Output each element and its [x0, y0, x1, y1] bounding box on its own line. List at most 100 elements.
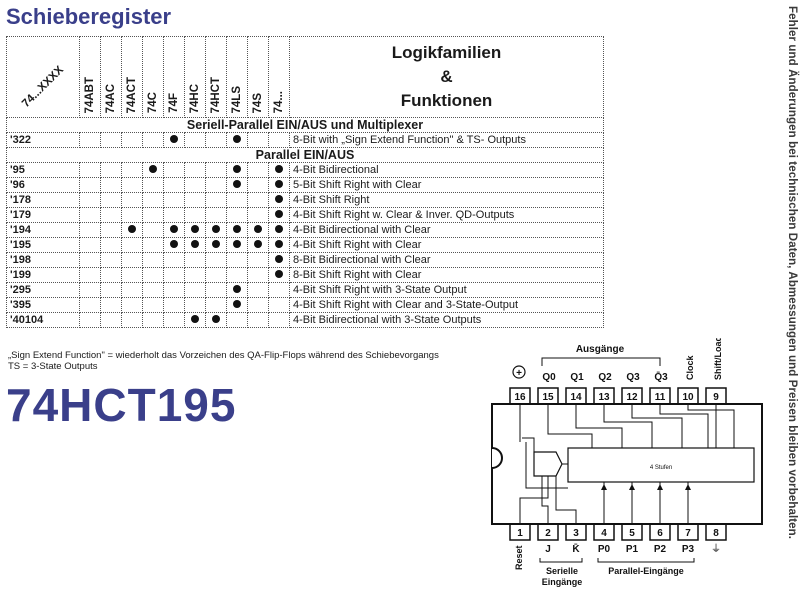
availability-cell	[142, 252, 164, 268]
availability-cell	[163, 312, 185, 328]
function-description: 8-Bit with „Sign Extend Function" & TS- …	[289, 132, 604, 148]
pin-11: 11	[655, 392, 666, 403]
function-description: 8-Bit Shift Right with Clear	[289, 267, 604, 283]
availability-cell	[121, 207, 143, 223]
availability-cell	[163, 192, 185, 208]
availability-cell	[226, 207, 248, 223]
availability-cell	[226, 132, 248, 148]
availability-cell	[268, 177, 290, 193]
top-pin-row: 16 15 14 13 12 11 10 9	[509, 387, 727, 405]
availability-dot-icon	[191, 240, 199, 248]
function-description: 4-Bit Shift Right with Clear	[289, 237, 604, 253]
vcc-symbol: +	[516, 368, 522, 379]
availability-cell	[226, 222, 248, 238]
availability-cell	[79, 297, 101, 313]
availability-cell	[121, 132, 143, 148]
availability-dot-icon	[170, 225, 178, 233]
availability-cell	[226, 162, 248, 178]
footnote-sign-extend: „Sign Extend Function" = wiederholt das …	[8, 350, 439, 361]
availability-cell	[142, 282, 164, 298]
label-reset: Reset	[514, 545, 524, 570]
availability-dot-icon	[275, 180, 283, 188]
availability-cell	[205, 237, 227, 253]
function-description: 4-Bit Shift Right w. Clear & Inver. QD-O…	[289, 207, 604, 223]
availability-cell	[79, 132, 101, 148]
availability-cell	[163, 282, 185, 298]
pin-15: 15	[542, 392, 554, 403]
vcc-icon	[512, 365, 526, 379]
family-header: 74ABT	[79, 36, 101, 118]
availability-cell	[268, 312, 290, 328]
function-description: 4-Bit Bidirectional	[289, 162, 604, 178]
availability-cell	[184, 162, 206, 178]
family-header: 74HC	[184, 36, 206, 118]
availability-cell	[205, 312, 227, 328]
pin-4: 4	[601, 528, 607, 539]
bottom-pin-row: 1 2 3 4 5 6 7 8	[509, 523, 727, 541]
table-row: '195 4-Bit Shift Right with Clear	[6, 237, 604, 253]
family-header: 74C	[142, 36, 164, 118]
pin-7: 7	[685, 528, 691, 539]
availability-cell	[163, 297, 185, 313]
availability-cell	[163, 162, 185, 178]
availability-cell	[247, 252, 269, 268]
availability-cell	[121, 162, 143, 178]
availability-cell	[184, 237, 206, 253]
availability-cell	[121, 177, 143, 193]
availability-cell	[205, 132, 227, 148]
family-header: 74S	[247, 36, 269, 118]
availability-cell	[247, 222, 269, 238]
availability-cell	[100, 177, 122, 193]
pin-6: 6	[657, 528, 663, 539]
availability-cell	[100, 252, 122, 268]
availability-cell	[163, 267, 185, 283]
family-header: 74...	[268, 36, 290, 118]
availability-cell	[142, 162, 164, 178]
availability-cell	[268, 207, 290, 223]
page-title: Schieberegister	[6, 4, 172, 29]
availability-dot-icon	[275, 165, 283, 173]
part-number: 74HCT195	[6, 379, 237, 431]
availability-dot-icon	[191, 225, 199, 233]
type-number: '295	[6, 282, 80, 298]
pin-1: 1	[517, 528, 523, 539]
availability-cell	[268, 297, 290, 313]
type-number: '96	[6, 177, 80, 193]
availability-cell	[100, 192, 122, 208]
availability-cell	[100, 162, 122, 178]
section-title: Parallel EIN/AUS	[6, 147, 604, 163]
type-number: '194	[6, 222, 80, 238]
serial-inputs-label-1: Serielle	[546, 566, 578, 576]
availability-cell	[163, 237, 185, 253]
availability-cell	[163, 252, 185, 268]
function-description: 8-Bit Bidirectional with Clear	[289, 252, 604, 268]
availability-cell	[121, 252, 143, 268]
availability-cell	[121, 267, 143, 283]
availability-cell	[100, 132, 122, 148]
availability-cell	[226, 237, 248, 253]
availability-cell	[79, 192, 101, 208]
label-p1: P1	[626, 544, 639, 555]
availability-dot-icon	[233, 135, 241, 143]
availability-cell	[142, 192, 164, 208]
availability-cell	[247, 177, 269, 193]
type-number: '195	[6, 237, 80, 253]
availability-cell	[142, 132, 164, 148]
availability-cell	[226, 192, 248, 208]
availability-dot-icon	[275, 210, 283, 218]
availability-cell	[184, 312, 206, 328]
availability-cell	[142, 177, 164, 193]
availability-cell	[100, 237, 122, 253]
availability-dot-icon	[233, 180, 241, 188]
availability-cell	[142, 267, 164, 283]
family-header: 74LS	[226, 36, 248, 118]
availability-cell	[163, 132, 185, 148]
function-description: 4-Bit Bidirectional with 3-State Outputs	[289, 312, 604, 328]
label-q3: Q3	[626, 372, 640, 383]
availability-dot-icon	[170, 135, 178, 143]
availability-cell	[226, 312, 248, 328]
availability-cell	[184, 297, 206, 313]
